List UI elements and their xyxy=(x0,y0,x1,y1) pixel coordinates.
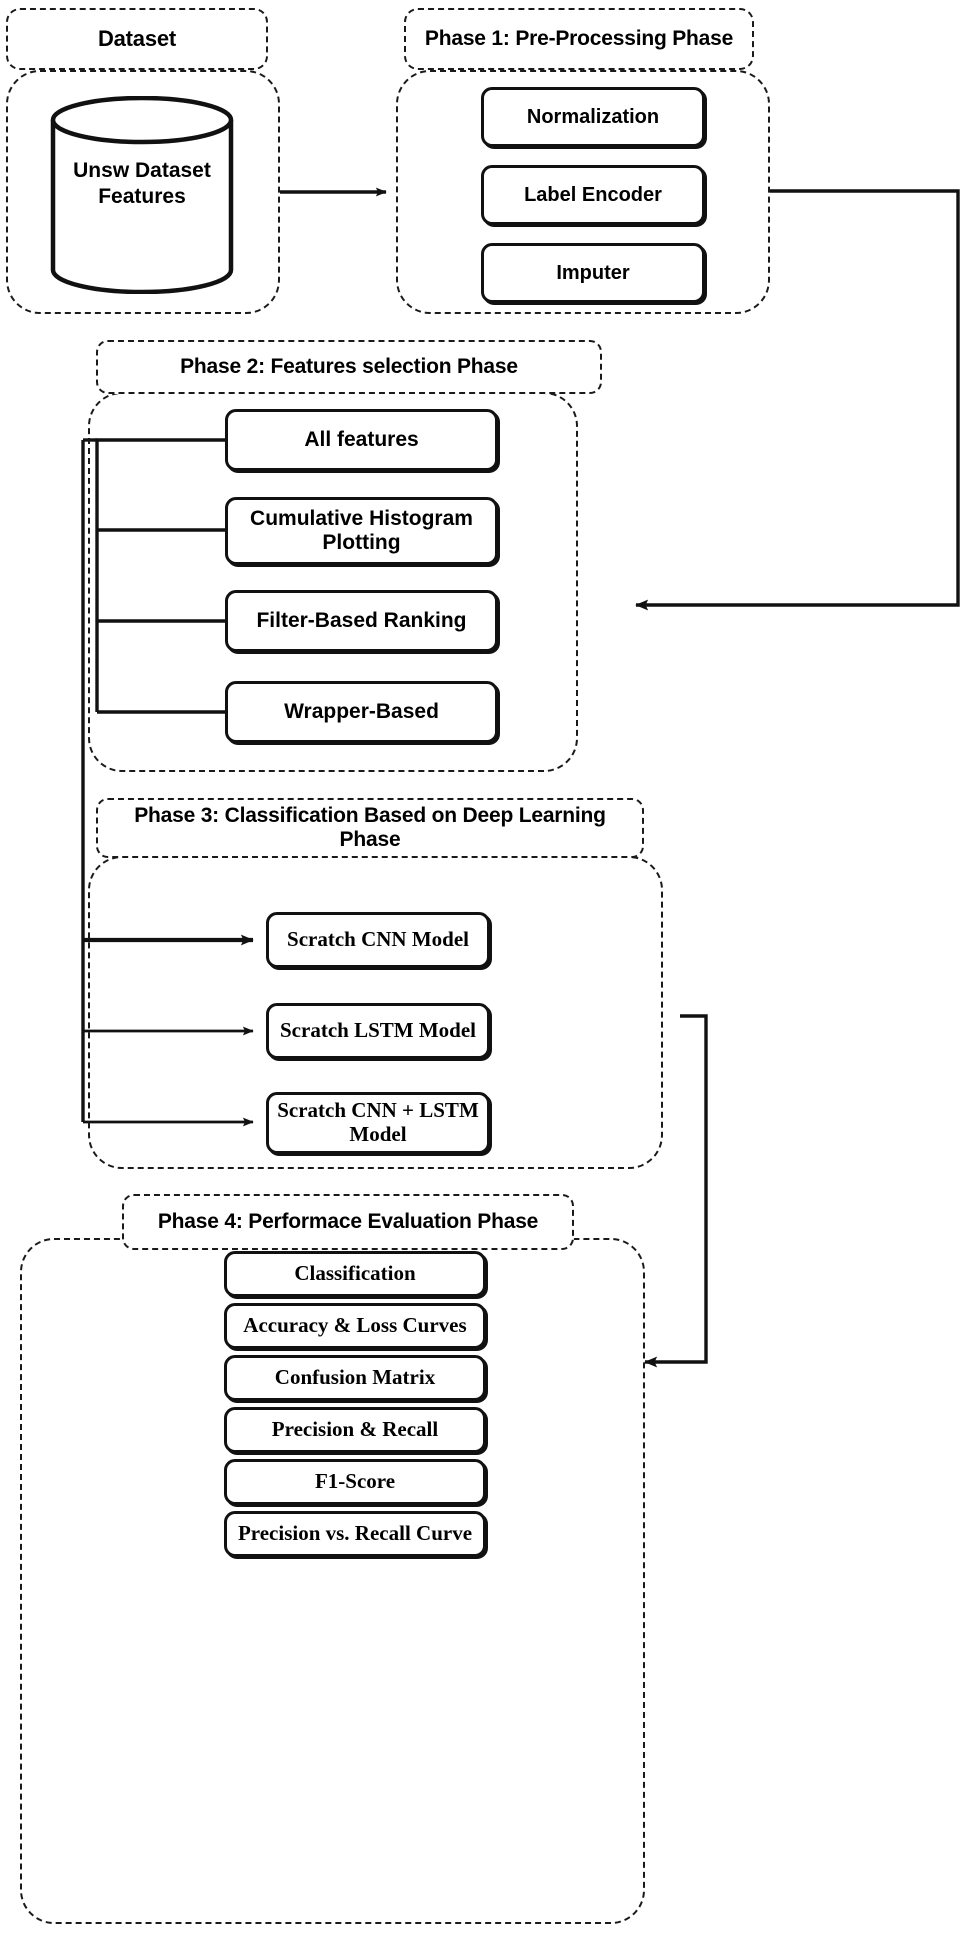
phase3-model-scratch-cnn[interactable]: Scratch CNN Model xyxy=(266,912,490,968)
phase2-step-label: All features xyxy=(304,428,419,452)
phase4-metric-label: Accuracy & Loss Curves xyxy=(243,1313,467,1338)
phase1-header-label: Phase 1: Pre-Processing Phase xyxy=(424,26,734,50)
phase3-header-label: Phase 3: Classification Based on Deep Le… xyxy=(134,803,606,851)
phase1-header-tab: Phase 1: Pre-Processing Phase xyxy=(404,8,754,70)
phase3-model-scratch-cnn-lstm[interactable]: Scratch CNN + LSTM Model xyxy=(266,1092,490,1154)
phase1-container xyxy=(396,70,770,314)
phase4-metric-confusion-matrix[interactable]: Confusion Matrix xyxy=(224,1355,486,1401)
phase2-header-tab: Phase 2: Features selection Phase xyxy=(96,340,602,394)
phase3-model-label: Scratch LSTM Model xyxy=(280,1018,476,1043)
dataset-header-tab: Dataset xyxy=(6,8,268,70)
phase4-header-label: Phase 4: Performace Evaluation Phase xyxy=(157,1209,539,1233)
phase3-model-scratch-lstm[interactable]: Scratch LSTM Model xyxy=(266,1003,490,1059)
phase2-step-cumulative-histogram-plotting[interactable]: Cumulative Histogram Plotting xyxy=(225,497,498,565)
phase2-step-all-features[interactable]: All features xyxy=(225,409,498,471)
phase3-model-label: Scratch CNN + LSTM Model xyxy=(277,1098,479,1146)
phase3-model-label: Scratch CNN Model xyxy=(287,927,469,952)
phase2-step-filter-based-ranking[interactable]: Filter-Based Ranking xyxy=(225,590,498,652)
phase4-metric-accuracy-loss-curves[interactable]: Accuracy & Loss Curves xyxy=(224,1303,486,1349)
phase2-header-label: Phase 2: Features selection Phase xyxy=(180,354,518,378)
phase4-metric-label: Confusion Matrix xyxy=(274,1365,436,1390)
phase1-step-normalization[interactable]: Normalization xyxy=(481,87,705,147)
phase2-step-wrapper-based[interactable]: Wrapper-Based xyxy=(225,681,498,743)
phase1-step-imputer[interactable]: Imputer xyxy=(481,243,705,303)
phase4-metric-f1-score[interactable]: F1-Score xyxy=(224,1459,486,1505)
phase4-metric-precision-vs-recall-curve[interactable]: Precision vs. Recall Curve xyxy=(224,1511,486,1557)
phase4-header-tab: Phase 4: Performace Evaluation Phase xyxy=(122,1194,574,1250)
phase4-metric-precision-recall[interactable]: Precision & Recall xyxy=(224,1407,486,1453)
dataset-container xyxy=(6,70,280,314)
phase1-step-label: Imputer xyxy=(556,261,630,284)
phase2-step-label: Wrapper-Based xyxy=(284,700,439,724)
dataset-header-label: Dataset xyxy=(97,26,177,52)
phase4-metric-label: F1-Score xyxy=(314,1469,396,1494)
phase2-step-label: Cumulative Histogram Plotting xyxy=(250,507,473,554)
cylinder-icon xyxy=(50,95,234,295)
phase1-step-label: Normalization xyxy=(526,105,660,128)
phase1-step-label-encoder[interactable]: Label Encoder xyxy=(481,165,705,225)
phase4-metric-classification[interactable]: Classification xyxy=(224,1251,486,1297)
phase3-header-tab: Phase 3: Classification Based on Deep Le… xyxy=(96,798,644,858)
phase1-step-label: Label Encoder xyxy=(524,183,662,206)
phase4-metric-label: Classification xyxy=(294,1261,416,1286)
phase2-step-label: Filter-Based Ranking xyxy=(256,609,467,633)
dataset-cylinder: Unsw Dataset Features xyxy=(49,95,235,295)
phase4-metric-label: Precision vs. Recall Curve xyxy=(237,1521,473,1546)
phase4-metric-label: Precision & Recall xyxy=(271,1417,439,1442)
